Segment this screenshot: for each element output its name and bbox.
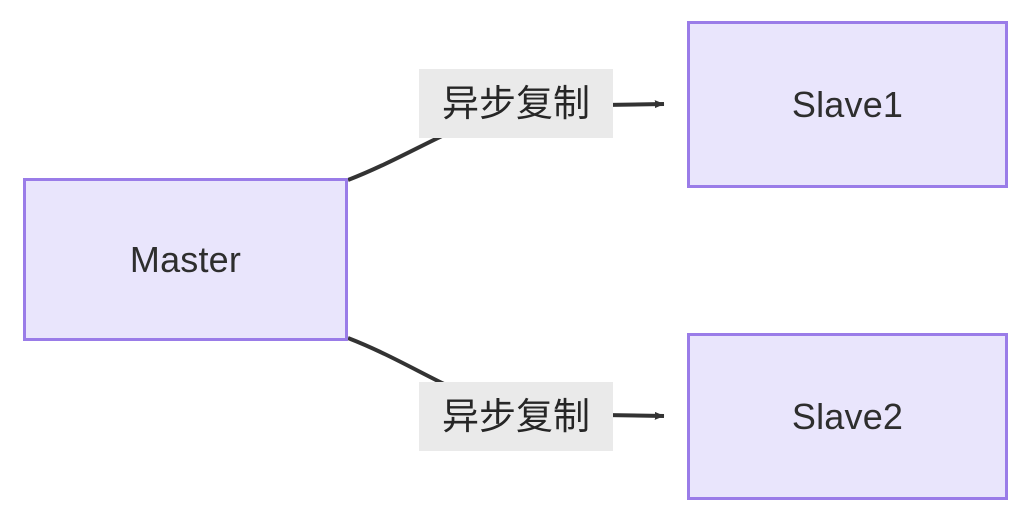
edge-label-master-slave1: 异步复制 (419, 69, 613, 138)
node-slave1-label: Slave1 (791, 83, 904, 125)
node-slave1[interactable]: Slave1 (687, 21, 1008, 188)
node-master-label: Master (129, 238, 242, 280)
node-master[interactable]: Master (23, 178, 348, 341)
node-slave2[interactable]: Slave2 (687, 333, 1008, 500)
node-slave2-label: Slave2 (791, 395, 904, 437)
edge-label-master-slave2: 异步复制 (419, 382, 613, 451)
